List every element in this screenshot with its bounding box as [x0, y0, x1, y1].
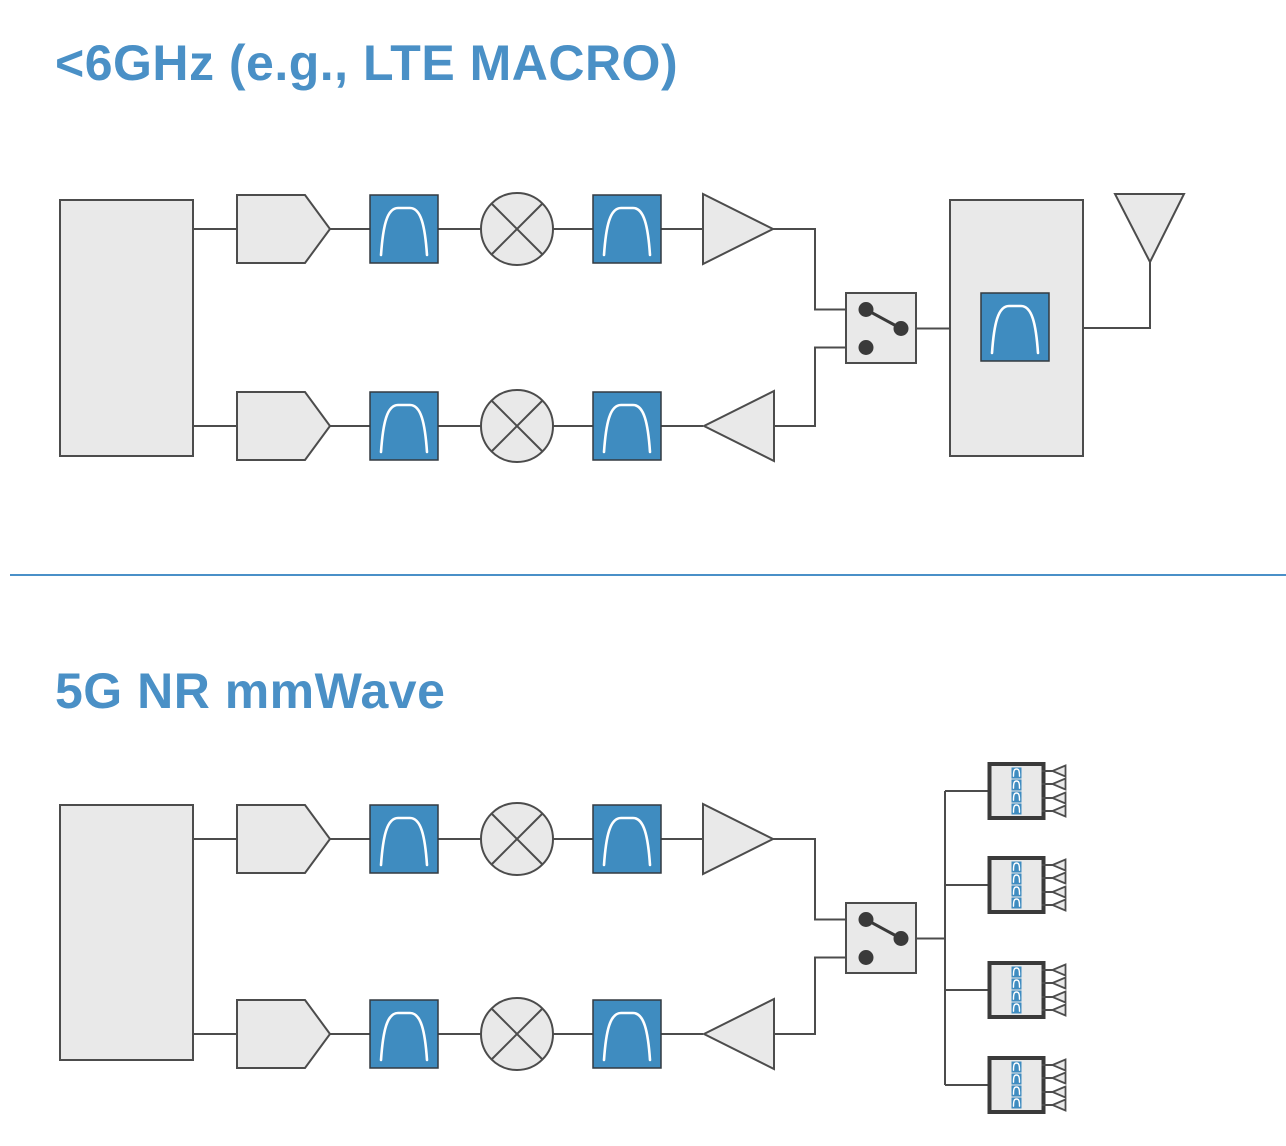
beamformer-module-2 [990, 858, 1066, 912]
tx-chain-wires [193, 838, 846, 921]
dac-converter-icon [236, 804, 331, 874]
rx-bandpass-filter-2-icon [591, 998, 663, 1070]
rx-chain-wires [193, 956, 846, 1035]
antenna-feed-wire [1083, 262, 1151, 329]
spdt-switch-icon [844, 291, 918, 365]
rx-bandpass-filter-1-icon [368, 390, 440, 462]
tx-bandpass-filter-2-icon [591, 193, 663, 265]
duplexer-bandpass-filter-icon [979, 291, 1051, 363]
rx-mixer-icon [480, 997, 554, 1071]
diagram-mmwave [59, 764, 1066, 1112]
antenna-icon [1113, 193, 1186, 265]
section-title-sub6ghz: <6GHz (e.g., LTE MACRO) [55, 35, 679, 91]
tx-bandpass-filter-2-icon [591, 803, 663, 875]
beamformer-module-1 [990, 764, 1066, 818]
adc-converter-icon [236, 999, 331, 1069]
low-noise-amplifier-icon [703, 998, 775, 1070]
module-distribution-wires [916, 790, 988, 1086]
section-divider [10, 574, 1286, 576]
adc-converter-icon [236, 391, 331, 461]
tx-chain-wires [193, 228, 846, 311]
rx-chain-wires [193, 346, 846, 427]
rx-bandpass-filter-1-icon [368, 998, 440, 1070]
baseband-block [59, 199, 194, 457]
section-title-mmwave: 5G NR mmWave [55, 663, 446, 719]
power-amplifier-icon [702, 193, 774, 265]
beamformer-module-4 [990, 1058, 1066, 1112]
tx-mixer-icon [480, 802, 554, 876]
rx-bandpass-filter-2-icon [591, 390, 663, 462]
dac-converter-icon [236, 194, 331, 264]
low-noise-amplifier-icon [703, 390, 775, 462]
diagram-sub6ghz [59, 192, 1186, 463]
beamformer-module-3 [990, 963, 1066, 1017]
tx-bandpass-filter-1-icon [368, 193, 440, 265]
rx-mixer-icon [480, 389, 554, 463]
tx-bandpass-filter-1-icon [368, 803, 440, 875]
baseband-block [59, 804, 194, 1061]
power-amplifier-icon [702, 803, 774, 875]
spdt-switch-icon [844, 901, 918, 975]
tx-mixer-icon [480, 192, 554, 266]
